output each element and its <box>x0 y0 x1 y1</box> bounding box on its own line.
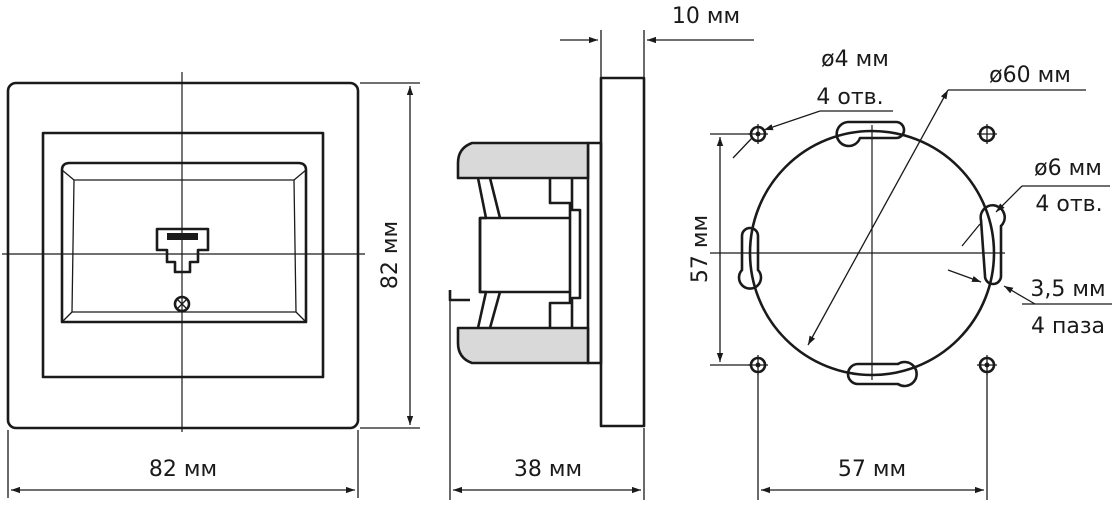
corner-hole-bottom-left-icon <box>748 355 768 375</box>
slot-width-label: 3,5 мм <box>1030 277 1105 302</box>
large-hole-leader <box>995 185 1023 213</box>
socket-plate <box>60 161 308 324</box>
vertical-spacing-label: 57 мм <box>688 215 713 283</box>
circle-diameter-dimension <box>807 89 949 346</box>
small-hole-leader <box>763 110 821 131</box>
body-right-steps <box>548 178 572 328</box>
frame-thickness-label: 10 мм <box>672 4 740 29</box>
large-holes-count-label: 4 отв. <box>1035 192 1102 217</box>
mounting-view: ø4 мм 4 отв. ø60 мм ø6 мм 4 отв. 3,5 мм … <box>688 47 1112 500</box>
slot-width-leader-left <box>947 269 982 283</box>
inner-frame <box>41 131 325 379</box>
outer-frame <box>6 81 360 430</box>
body-left-inner <box>488 177 502 329</box>
large-holes-diameter-label: ø6 мм <box>1034 156 1102 181</box>
bottom-lug <box>456 326 590 365</box>
body-right-edge <box>570 178 582 328</box>
keyhole-slot-left-icon <box>737 226 763 290</box>
small-holes-count-label: 4 отв. <box>816 85 883 110</box>
side-view: 10 мм 38 мм <box>448 4 754 500</box>
corner-hole-bottom-right-icon <box>977 355 997 375</box>
slot-width-leader-right <box>1003 285 1036 305</box>
small-holes-diameter-label: ø4 мм <box>821 47 889 72</box>
keyhole-slot-right-icon <box>979 204 1006 286</box>
depth-label: 38 мм <box>514 457 582 482</box>
body-center <box>478 216 572 294</box>
horizontal-spacing-label: 57 мм <box>838 457 906 482</box>
socket-plate-bevel <box>71 179 297 313</box>
front-view: 82 мм 82 мм <box>2 72 420 498</box>
slot-count-label: 4 паза <box>1031 314 1105 339</box>
body-left-tab <box>448 290 470 302</box>
top-lug <box>456 141 590 180</box>
front-width-label: 82 мм <box>149 457 217 482</box>
front-height-label: 82 мм <box>378 221 403 289</box>
corner-hole-top-left-icon <box>748 124 768 144</box>
corner-hole-top-right-icon <box>977 124 997 144</box>
keyhole-slot-bottom-icon <box>846 360 918 388</box>
side-frame-plate <box>599 76 646 428</box>
side-flange <box>586 141 603 365</box>
circle-diameter-label: ø60 мм <box>989 63 1071 88</box>
